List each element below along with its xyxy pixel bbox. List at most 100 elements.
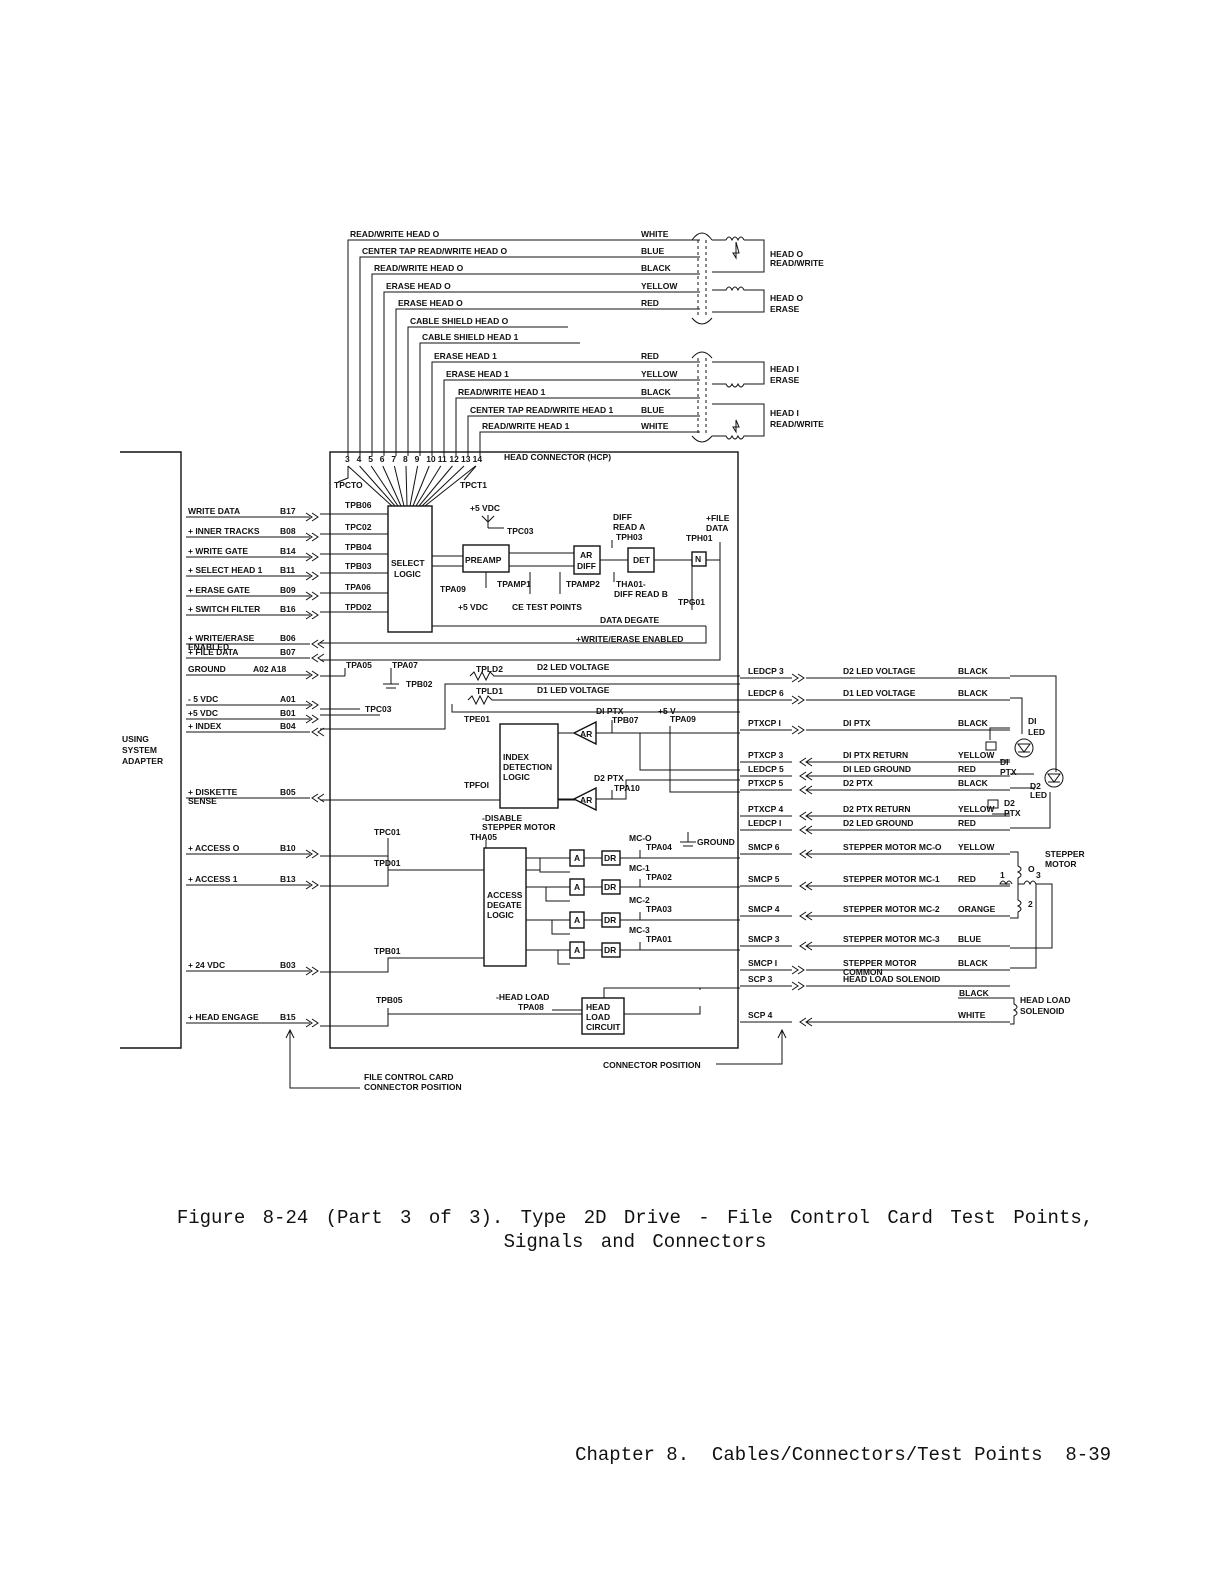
left-signal-pin: B06 — [280, 633, 296, 643]
tp-tpa03: TPA03 — [646, 904, 672, 914]
fan-line — [337, 466, 349, 483]
ar-diff-label: AR — [580, 550, 592, 560]
right-signal-name: DI PTX — [843, 718, 871, 728]
head-wire — [479, 431, 700, 456]
tp-tpct1: TPCT1 — [460, 480, 487, 490]
fan-line — [463, 465, 477, 481]
head-wire — [419, 342, 580, 456]
head-load-circuit-block — [581, 997, 625, 1035]
adapter-label-2: SYSTEM — [122, 745, 157, 755]
fan-line — [409, 465, 419, 507]
connector-arrow — [799, 911, 813, 921]
mc1-label: MC-1 — [629, 863, 650, 873]
driver-wire — [620, 879, 740, 888]
right-signal-pin: SCP 3 — [748, 974, 773, 984]
connector-arrow — [791, 981, 805, 991]
solenoid-black-label: BLACK — [959, 988, 990, 998]
fan-line — [359, 465, 396, 507]
driver-wire — [526, 949, 570, 965]
tp-tpa09: TPA09 — [440, 584, 466, 594]
coil-2-label: 2 — [1028, 899, 1033, 909]
tp-tpa04: TPA04 — [646, 842, 672, 852]
right-signal-name: STEPPER MOTOR MC-2 — [843, 904, 940, 914]
select-logic-label-2: LOGIC — [394, 569, 421, 579]
right-signal-color: BLACK — [958, 958, 989, 968]
ar-amp-2-label: AR — [580, 795, 592, 805]
hcp-pin: 12 — [449, 454, 459, 464]
index-detection-block — [499, 723, 559, 809]
right-signal-color: RED — [958, 764, 976, 774]
hcp-pin: 5 — [368, 454, 373, 464]
hcp-pin: 4 — [357, 454, 362, 464]
ground-label: GROUND — [697, 837, 735, 847]
right-signal-color: BLACK — [958, 666, 989, 676]
tp-tpamp1: TPAMP1 — [497, 579, 531, 589]
tp-tpa08: TPA08 — [518, 1002, 544, 1012]
tp-tpc03a: TPC03 — [507, 526, 534, 536]
head-wire — [443, 379, 700, 456]
connector-arrow — [799, 881, 813, 891]
connector-arrow — [305, 532, 319, 542]
disable-label-2: STEPPER MOTOR — [482, 822, 556, 832]
right-signal-color: YELLOW — [958, 842, 995, 852]
head-wire — [371, 273, 700, 456]
left-signal-pin: B07 — [280, 647, 296, 657]
head-wire-color: RED — [641, 351, 659, 361]
right-signal-color: BLACK — [958, 688, 989, 698]
diff-read-a-label-2: READ A — [613, 522, 645, 532]
ar-amp-1-label: AR — [580, 729, 592, 739]
head0-erase-label: HEAD O — [770, 293, 803, 303]
ce-test-points-label: CE TEST POINTS — [512, 602, 582, 612]
connector-arrow — [799, 785, 813, 795]
right-signal-name: STEPPER MOTOR MC-O — [843, 842, 942, 852]
hcp-pin: 14 — [473, 454, 483, 464]
head-wire-name: ERASE HEAD 1 — [446, 369, 509, 379]
tp-tpc01: TPC01 — [374, 827, 401, 837]
head-wire-name: CENTER TAP READ/WRITE HEAD O — [362, 246, 508, 256]
head-wire — [359, 256, 700, 456]
right-signal-pin: LEDCP I — [748, 818, 781, 828]
mc0-label: MC-O — [629, 833, 652, 843]
d1-led-icon — [1014, 738, 1034, 758]
tp-tph01: TPH01 — [686, 533, 713, 543]
right-signal-color: RED — [958, 818, 976, 828]
fan-line — [405, 465, 408, 507]
tp-tpb04: TPB04 — [345, 542, 372, 552]
d1-led-label: DI — [1028, 716, 1037, 726]
d2-led-voltage-label: D2 LED VOLTAGE — [537, 662, 610, 672]
left-signal-name: + ERASE GATE — [188, 585, 250, 595]
preamp-label: PREAMP — [465, 555, 502, 565]
d2-ptx-icon — [987, 799, 999, 809]
file-data-label-2: DATA — [706, 523, 728, 533]
d2-led-label: D2 — [1030, 781, 1041, 791]
head0-rw-label: HEAD O — [770, 249, 803, 259]
ar-diff-label-2: DIFF — [577, 561, 596, 571]
index-label: INDEX — [503, 752, 529, 762]
connector-arrow — [791, 673, 805, 683]
head-load-circuit-label-2: LOAD — [586, 1012, 610, 1022]
right-signal-color: BLACK — [958, 778, 989, 788]
hcp-pin: 8 — [403, 454, 408, 464]
head1-rw-label: HEAD I — [770, 408, 799, 418]
right-signal-name: D2 LED GROUND — [843, 818, 913, 828]
plus5vdc-b-label: +5 VDC — [458, 602, 488, 612]
tp-tpd02: TPD02 — [345, 602, 372, 612]
d1-ptx-label: DI PTX — [596, 706, 624, 716]
connector-arrow — [799, 1017, 813, 1027]
connector-arrow — [305, 849, 319, 859]
left-signal-pin: B04 — [280, 721, 296, 731]
fan-line — [412, 465, 430, 507]
d1-ptx-dev-label: DI — [1000, 757, 1009, 767]
driver-label: DR — [604, 915, 616, 925]
fan-line — [424, 465, 476, 507]
head-wire-name: ERASE HEAD O — [386, 281, 451, 291]
left-signal-name: + DISKETTE — [188, 787, 238, 797]
connector-arrow — [799, 757, 813, 767]
right-signal-pin: SMCP 6 — [748, 842, 780, 852]
right-signal-color: YELLOW — [958, 750, 995, 760]
head-wire-name: CABLE SHIELD HEAD 1 — [422, 332, 519, 342]
connector-arrow — [305, 700, 319, 710]
